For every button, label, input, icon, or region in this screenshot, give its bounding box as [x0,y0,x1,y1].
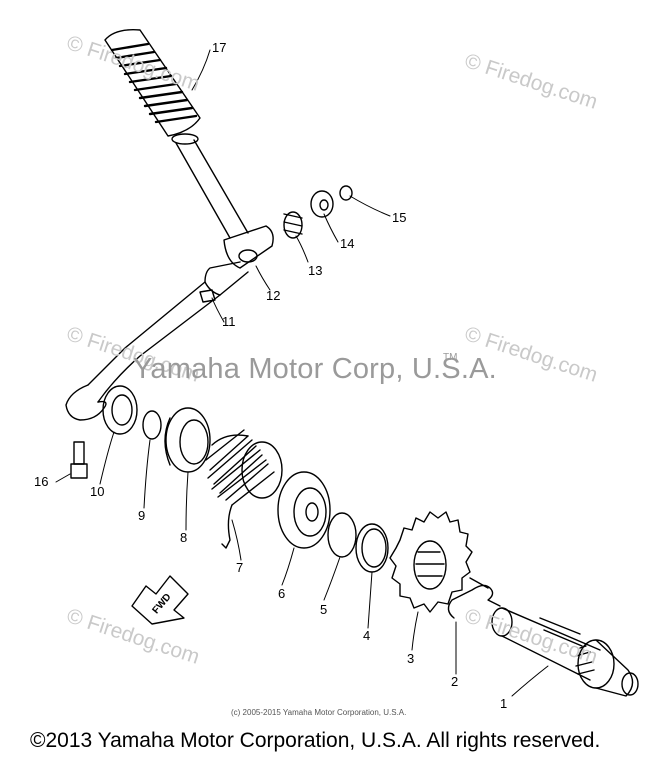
kick-grip-part [104,29,201,145]
callout-10: 10 [90,484,104,499]
callout-9: 9 [138,508,145,523]
circlip-5-part [327,512,357,558]
callout-13: 13 [308,263,322,278]
trademark-mark: TM [443,352,458,363]
kick-axle-1-part [491,607,639,697]
clip-2-part [447,577,501,619]
small-copyright: (c) 2005-2015 Yamaha Motor Corporation, … [231,708,407,717]
callout-14: 14 [340,236,354,251]
spring-guide-8-part [164,407,211,473]
leader-lines [55,49,549,697]
callout-4: 4 [363,628,370,643]
circlip-9-part [142,410,162,440]
washer-14-part [310,190,334,218]
callout-15: 15 [392,210,406,225]
torsion-spring-7-part [205,429,283,549]
watermark-yamaha: Yamaha Motor Corp, U.S.A. [133,353,497,385]
callout-2: 2 [451,674,458,689]
callout-3: 3 [407,651,414,666]
circlip-15-part [339,185,353,201]
fwd-label: FWD [151,592,174,617]
callout-12: 12 [266,288,280,303]
washer-4-part [355,523,389,573]
callout-8: 8 [180,530,187,545]
kick-crank-part [65,261,249,421]
callout-6: 6 [278,586,285,601]
callout-17: 17 [212,40,226,55]
kick-gear-3-part [389,511,473,613]
bolt-16-part [70,441,88,479]
callout-11: 11 [222,314,236,329]
oil-seal-10-part [102,385,138,435]
part-callouts: 17 15 14 13 12 11 16 10 9 8 7 6 5 4 3 2 … [34,40,507,711]
callout-5: 5 [320,602,327,617]
callout-1: 1 [500,696,507,711]
footer-copyright: ©2013 Yamaha Motor Corporation, U.S.A. A… [30,729,601,752]
kick-rod-part [175,139,249,239]
callout-16: 16 [34,474,48,489]
forward-arrow-icon [131,575,189,625]
callout-7: 7 [236,560,243,575]
spring-13-part [283,211,303,239]
kick-boss-part [223,225,274,269]
spring-cover-6-part [277,471,331,549]
